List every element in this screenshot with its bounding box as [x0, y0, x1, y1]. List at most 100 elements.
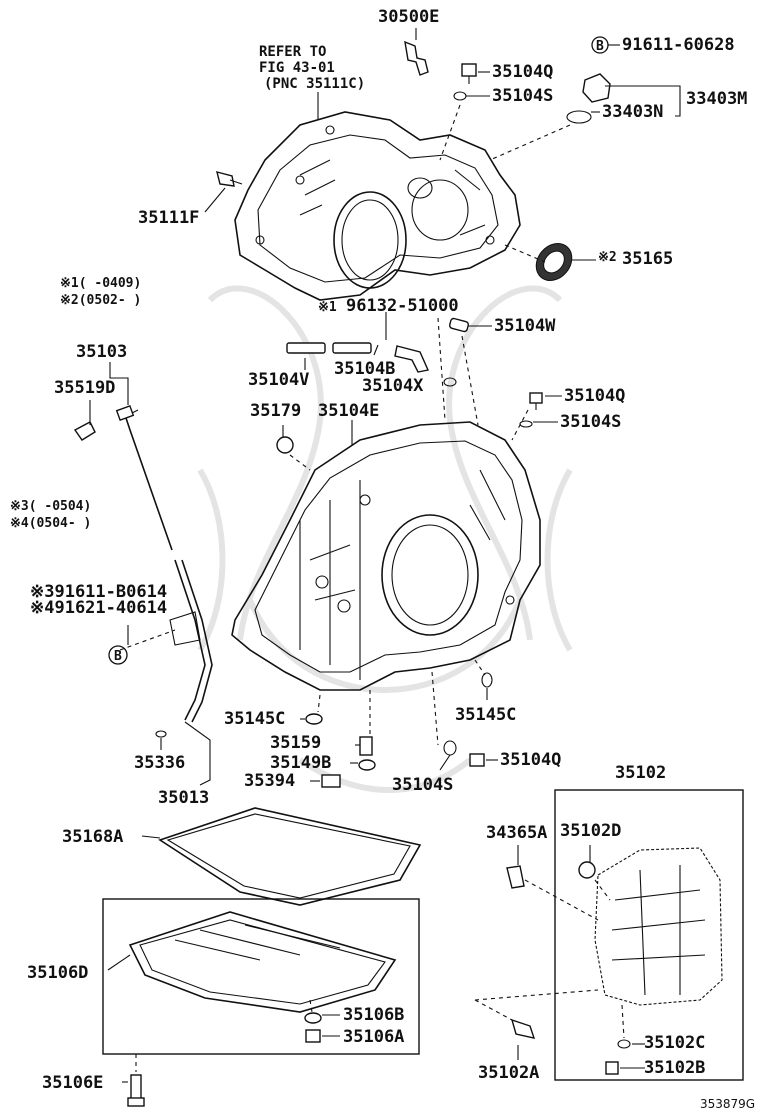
label-91621-40614: ※491621-40614 [30, 598, 167, 618]
o-ring-icon [155, 730, 167, 738]
assembly-lines [119, 104, 625, 1072]
label-35145C-right: 35145C [455, 705, 516, 725]
label-35104W: 35104W [494, 316, 556, 336]
b-circle-marker-icon: B [591, 36, 609, 54]
label-35394: 35394 [244, 771, 295, 791]
oil-pan-gasket [158, 807, 422, 906]
bolt-icon [469, 753, 485, 767]
o-ring-icon [358, 759, 376, 771]
label-35102A: 35102A [478, 1063, 539, 1083]
bolt-icon [127, 1074, 145, 1107]
valve-body-box [554, 789, 744, 1081]
label-35104V: 35104V [248, 370, 309, 390]
label-35102B: 35102B [644, 1058, 705, 1078]
leader-lines [89, 28, 681, 1083]
refer-line-1: REFER TO [259, 44, 326, 60]
label-34365A: 34365A [486, 823, 547, 843]
label-35106D: 35106D [27, 963, 88, 983]
label-35104Q-mid: 35104Q [564, 386, 625, 406]
bolt-icon [510, 1018, 536, 1039]
svg-text:B: B [114, 649, 122, 664]
pipe-35104V [286, 342, 372, 354]
plug-icon [321, 774, 341, 788]
document-number: 353879G [700, 1097, 755, 1111]
note-2: ※2(0502- ) [60, 293, 141, 308]
o-ring-icon [566, 110, 592, 124]
dipstick-tube [169, 559, 213, 723]
plug-icon [578, 861, 596, 879]
valve-body [594, 847, 723, 1006]
label-35103: 35103 [76, 342, 127, 362]
union-35104X [394, 345, 429, 373]
o-ring-icon [443, 740, 457, 756]
refer-line-3: (PNC 35111C) [264, 76, 365, 92]
label-35179: 35179 [250, 401, 301, 421]
label-35519D: 35519D [54, 378, 115, 398]
transaxle-case [231, 421, 541, 691]
label-35104Q-top: 35104Q [492, 62, 553, 82]
label-35104X: 35104X [362, 376, 424, 396]
transaxle-housing [234, 111, 521, 301]
watermark-logo [197, 285, 573, 793]
label-35336: 35336 [134, 753, 185, 773]
part-labels: 30500E 91611-60628 35104Q 35104S 33403M … [10, 7, 755, 1111]
o-ring-icon [443, 377, 457, 387]
dipstick [115, 405, 173, 551]
label-35013: 35013 [158, 788, 209, 808]
bolt-icon [404, 40, 429, 76]
bolt-icon [605, 1061, 619, 1075]
note-1: ※1( -0409) [60, 276, 141, 291]
label-35104S-bottom: 35104S [392, 775, 453, 795]
note-4: ※4(0504- ) [10, 516, 91, 531]
o-ring-icon [453, 91, 467, 101]
label-35106E: 35106E [42, 1073, 103, 1093]
label-33403M: 33403M [686, 89, 747, 109]
label-35104S-top: 35104S [492, 86, 553, 106]
bolt-icon [216, 171, 243, 187]
mark-1: ※1 [318, 300, 337, 315]
label-35102: 35102 [615, 763, 666, 783]
oil-pan-box [102, 898, 420, 1055]
bolt-icon [529, 392, 543, 410]
drain-plug-icon [305, 1029, 321, 1043]
bolt-icon [461, 63, 477, 84]
dipstick-clip [73, 421, 96, 441]
label-91611-B0614: ※391611-B0614 [30, 582, 167, 602]
plug-icon [305, 713, 323, 725]
o-ring-icon [481, 672, 493, 688]
label-33403N: 33403N [602, 102, 663, 122]
b-circle-marker-icon: B [108, 645, 128, 665]
label-35104E: 35104E [318, 401, 379, 421]
label-35168A: 35168A [62, 827, 123, 847]
refer-line-2: FIG 43-01 [259, 60, 335, 76]
svg-text:B: B [596, 39, 604, 54]
plug-icon [448, 317, 470, 333]
o-ring-icon [519, 420, 533, 428]
label-35106A: 35106A [343, 1027, 404, 1047]
label-35106B: 35106B [343, 1005, 404, 1025]
label-35102D: 35102D [560, 821, 621, 841]
label-35104B: 35104B [334, 359, 395, 379]
plug-icon [276, 436, 294, 454]
plug-icon [359, 736, 373, 756]
label-35104Q-bottom: 35104Q [500, 750, 561, 770]
label-35102C: 35102C [644, 1033, 705, 1053]
label-35104S-mid: 35104S [560, 412, 621, 432]
label-91611-60628: 91611-60628 [622, 35, 735, 55]
label-35159: 35159 [270, 733, 321, 753]
label-35111F: 35111F [138, 208, 199, 228]
sensor-33403 [582, 73, 611, 103]
mark-2: ※2 [598, 250, 617, 265]
o-ring-icon [304, 1012, 322, 1024]
oil-seal-icon [535, 243, 573, 281]
label-96132-51000: 96132-51000 [346, 296, 459, 316]
note-3: ※3( -0504) [10, 499, 91, 514]
o-ring-icon [617, 1039, 631, 1049]
oil-pan [128, 911, 397, 1013]
label-35165: 35165 [622, 249, 673, 269]
label-30500E: 30500E [378, 7, 439, 27]
label-35145C-left: 35145C [224, 709, 285, 729]
label-35149B: 35149B [270, 753, 331, 773]
bracket-34365A [506, 865, 525, 889]
